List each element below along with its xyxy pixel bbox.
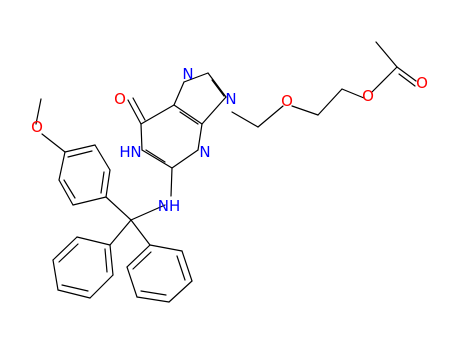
n3-nitrogen-label: N — [199, 143, 210, 161]
acetyl-oxygen-label: O — [416, 74, 428, 92]
amino-linker — [130, 167, 173, 221]
purine-core — [127, 72, 227, 169]
methoxy-oxygen-label: O — [31, 118, 43, 136]
n1-nitrogen-label: N — [130, 143, 141, 161]
carbonyl-oxygen-label: O — [114, 90, 126, 108]
ether-oxygen-label: O — [281, 92, 293, 110]
imidazole-nitrogen-label: N — [182, 65, 193, 83]
methoxyphenyl-ring — [35, 98, 111, 206]
n9-nitrogen-label: N — [225, 90, 236, 108]
phenyl-ring-right — [126, 244, 193, 303]
trityl-center — [105, 196, 151, 246]
phenyl-ring-left — [52, 236, 114, 299]
nh-linker-label: NH — [158, 197, 181, 215]
n1-hydrogen-label: H — [119, 143, 130, 161]
ester-oxygen-label: O — [362, 87, 374, 105]
atom-labels: O N N N N H NH O O O O — [31, 65, 428, 215]
acyclic-side-chain — [231, 41, 417, 128]
